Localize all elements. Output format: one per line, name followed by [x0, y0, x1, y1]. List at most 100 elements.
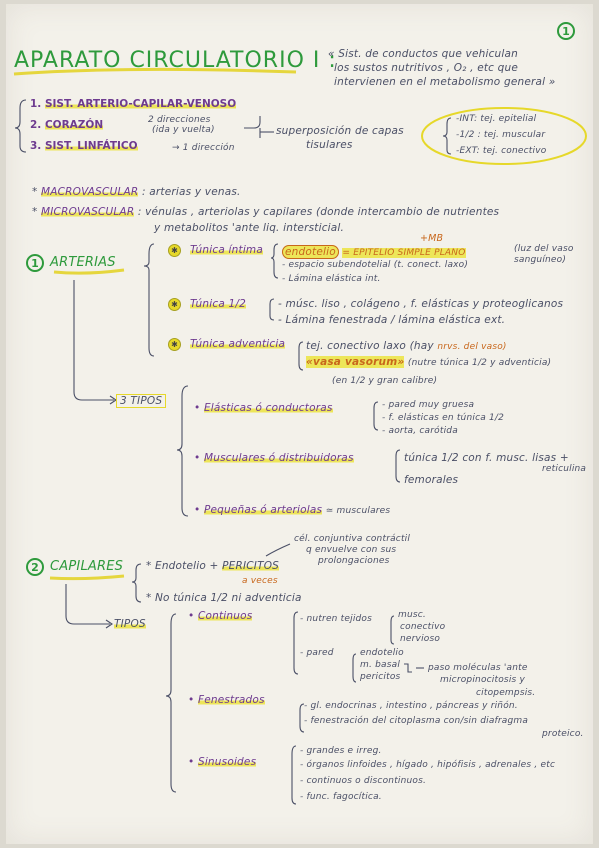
sinusoides-line-2: - órganos linfoides , hígado , hipófisis…	[300, 760, 556, 770]
part-1: 1. SIST. ARTERIO-CAPILAR-VENOSO	[30, 98, 237, 110]
macrovascular-label: MACROVASCULAR	[41, 186, 139, 198]
star-bullet-icon: ✱	[168, 338, 181, 351]
pared-3: pericitos	[360, 672, 401, 682]
adventicia-line-1: tej. conectivo laxo (hay nrvs. del vaso)	[306, 340, 507, 352]
page-number: 1	[562, 24, 570, 38]
tunica-media-label: Túnica 1/2	[190, 298, 247, 311]
superposicion-line-2: tisulares	[306, 139, 353, 151]
continuos-line-1: - nutren tejidos	[300, 614, 373, 624]
intima-line-1: endotelio = EPITELIO SIMPLE PLANO	[282, 245, 466, 259]
capilares-line-2: * No túnica 1/2 ni adventicia	[146, 592, 302, 604]
macrovascular-line: * MACROVASCULAR : arterias y venas.	[32, 186, 241, 198]
pericitos-note-3: prolongaciones	[318, 556, 390, 566]
section-2-badge: 2	[26, 558, 44, 576]
fenestrados-line-2b: proteico.	[542, 729, 584, 739]
intima-note-1: (luz del vaso	[514, 244, 574, 254]
media-line-1: - músc. liso , colágeno , f. elásticas y…	[278, 298, 564, 310]
part-1-label: SIST. ARTERIO-CAPILAR-VENOSO	[44, 98, 237, 110]
part-3-label: SIST. LINFÁTICO	[44, 140, 138, 152]
tipo-3: • Pequeñas ó arteriolas ≃ musculares	[194, 504, 390, 516]
adventicia-text-2: (nutre túnica 1/2 y adventicia)	[407, 358, 552, 368]
paso-2: micropinocitosis y	[440, 675, 525, 685]
pericitos-note-1: cél. conjuntiva contráctil	[294, 534, 411, 544]
pared-2: m. basal	[360, 660, 401, 670]
star-bullet-icon: ✱	[168, 244, 181, 257]
sinusoides-label: Sinusoides	[197, 756, 257, 768]
tipo-1-line-2: - f. elásticas en túnica 1/2	[382, 413, 505, 423]
microvascular-text-2: y metabolitos 'ante liq. intersticial.	[154, 222, 345, 234]
macrovascular-text: : arterias y venas.	[141, 186, 241, 198]
arterias-tipos-label: 3 TIPOS	[116, 394, 167, 409]
paso-1: paso moléculas 'ante	[428, 663, 528, 673]
capilares-tipos-text: TIPOS	[114, 618, 146, 630]
capilares-line-1: * Endotelio + PERICITOS	[146, 560, 280, 572]
fenestrados-line-2: - fenestración del citoplasma con/sin di…	[304, 716, 529, 726]
layer-int: -INT: tej. epitelial	[456, 114, 537, 124]
fenestrados-line-1: - gl. endocrinas , intestino , páncreas …	[304, 701, 518, 711]
continuos-tissue-3: nervioso	[400, 634, 441, 644]
part-2-note-1: 2 direcciones	[148, 115, 211, 125]
page-title: APARATO CIRCULATORIO I :	[14, 48, 337, 73]
connector-lines	[13, 67, 587, 805]
section-1-number: 1	[31, 256, 39, 270]
microvascular-line: * MICROVASCULAR : vénulas , arteriolas y…	[32, 206, 499, 218]
quote-line-3: intervienen en el metabolismo general »	[334, 76, 556, 88]
page-number-badge: 1	[557, 22, 575, 40]
section-1-badge: 1	[26, 254, 44, 272]
bullet-dot-icon: •	[188, 694, 195, 706]
capilares-heading: CAPILARES	[50, 559, 124, 574]
continuos-pared: - pared	[300, 648, 334, 658]
layer-ext: -EXT: tej. conectivo	[456, 146, 547, 156]
adventicia-line-2: «vasa vasorum» (nutre túnica 1/2 y adven…	[306, 356, 551, 368]
tipo-2-line-1: túnica 1/2 con f. musc. lisas +	[404, 452, 569, 464]
part-3-number: 3.	[30, 140, 42, 152]
sinusoides-line-4: - func. fagocítica.	[300, 792, 382, 802]
part-3-note: → 1 dirección	[172, 143, 235, 153]
part-2-label: CORAZÓN	[44, 119, 104, 131]
continuos-tissue-2: conectivo	[400, 622, 446, 632]
aveces-note: a veces	[242, 576, 278, 586]
tipo-1-label: Elásticas ó conductoras	[203, 402, 333, 414]
layer-media: -1/2 : tej. muscular	[456, 130, 546, 140]
continuos: • Continuos	[188, 610, 253, 622]
paso-3: citopempsis.	[476, 688, 536, 698]
endotelio-label: endotelio	[282, 245, 339, 259]
continuos-label: Continuos	[197, 610, 253, 622]
arterias-heading: ARTERIAS	[50, 255, 116, 270]
tipo-3-note: ≃ musculares	[325, 506, 391, 516]
section-2-number: 2	[31, 560, 39, 574]
sinusoides-line-1: - grandes e irreg.	[300, 746, 382, 756]
tipo-2-line-1b: reticulina	[542, 464, 587, 474]
capilares-tipos-label: TIPOS	[114, 618, 146, 630]
part-2: 2. CORAZÓN	[30, 119, 104, 131]
fenestrados-label: Fenestrados	[197, 694, 265, 706]
bullet-dot-icon: •	[188, 610, 195, 622]
tipo-2-line-2: femorales	[404, 474, 459, 486]
title-colon: :	[328, 48, 337, 73]
tipo-2-label: Musculares ó distribuidoras	[203, 452, 354, 464]
superposicion-line-1: superposición de capas	[276, 125, 404, 137]
tipo-1-line-1: - pared muy gruesa	[382, 400, 475, 410]
intima-note-2: sanguíneo)	[514, 255, 567, 265]
mb-note: +MB	[420, 233, 444, 244]
part-3: 3. SIST. LINFÁTICO	[30, 140, 138, 152]
bullet-dot-icon: •	[194, 504, 201, 516]
part-2-note-2: (ida y vuelta)	[152, 125, 215, 135]
media-line-2: - Lámina fenestrada / lámina elástica ex…	[278, 314, 506, 326]
sinusoides: • Sinusoides	[188, 756, 257, 768]
adventicia-nervios: nrvs. del vaso)	[437, 342, 507, 352]
microvascular-label: MICROVASCULAR	[41, 206, 135, 218]
intima-line-3: - Lámina elástica int.	[282, 274, 381, 284]
quote-line-2: los sustos nutritivos , O₂ , etc que	[334, 62, 519, 74]
capilares-endotelio: * Endotelio +	[146, 560, 219, 572]
tunica-adventicia-label: Túnica adventicia	[190, 338, 286, 351]
part-2-number: 2.	[30, 119, 42, 131]
adventicia-line-3: (en 1/2 y gran calibre)	[332, 376, 438, 386]
adventicia-text-1: tej. conectivo laxo (hay	[306, 340, 434, 352]
bullet-star-icon: *	[32, 206, 38, 218]
fenestrados: • Fenestrados	[188, 694, 265, 706]
bullet-dot-icon: •	[188, 756, 195, 768]
tipo-1-line-3: - aorta, carótida	[382, 426, 458, 436]
notebook-page: 1 APARATO CIRCULATORIO I : « Sist. de co…	[6, 4, 593, 844]
sinusoides-line-3: - continuos o discontinuos.	[300, 776, 427, 786]
